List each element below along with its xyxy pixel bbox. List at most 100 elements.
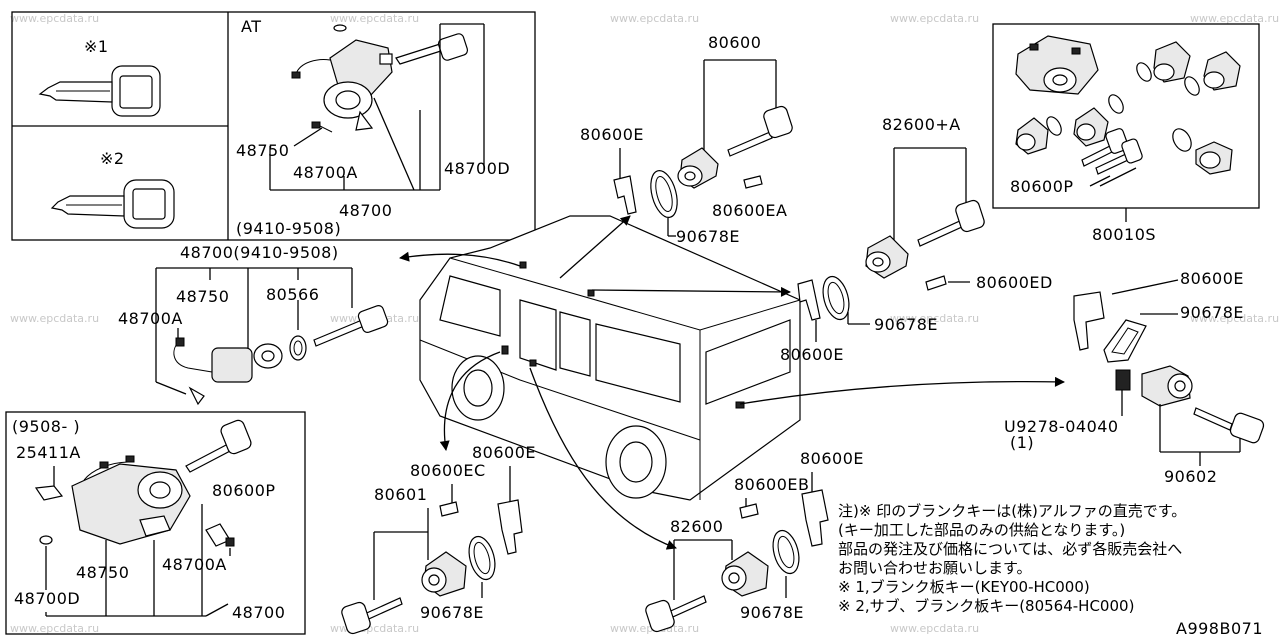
label-date-range: (9410-9508) bbox=[236, 219, 341, 238]
watermark: www.epcdata.ru bbox=[10, 12, 99, 25]
watermark: www.epcdata.ru bbox=[890, 622, 979, 635]
label-80600e: 80600E bbox=[580, 125, 644, 144]
label-48700a: 48700A bbox=[293, 163, 358, 182]
watermark: www.epcdata.ru bbox=[890, 312, 979, 325]
label-48700: 48700 bbox=[339, 201, 392, 220]
gasket-icon bbox=[822, 275, 850, 321]
watermark: www.epcdata.ru bbox=[10, 312, 99, 325]
sub-blank-key-icon bbox=[50, 179, 175, 229]
label-48750: 48750 bbox=[76, 563, 129, 582]
kit-keys-icon bbox=[1081, 128, 1143, 175]
door-lock-cylinder-icon bbox=[865, 199, 985, 279]
label-25411a: 25411A bbox=[16, 443, 81, 462]
label-quantity: (1) bbox=[1010, 433, 1034, 452]
watermark: www.epcdata.ru bbox=[890, 12, 979, 25]
label-80566: 80566 bbox=[266, 285, 319, 304]
label-90678e: 90678E bbox=[420, 603, 484, 622]
ignition-lock-at-icon bbox=[291, 24, 469, 133]
label-at: AT bbox=[241, 17, 261, 36]
watermark: www.epcdata.ru bbox=[10, 622, 99, 635]
note-line: 注)※ 印のブランクキーは(株)アルファの直売です。 bbox=[838, 502, 1186, 520]
label-48700a: 48700A bbox=[118, 309, 183, 328]
label-80600eb: 80600EB bbox=[734, 475, 809, 494]
label-80600ed: 80600ED bbox=[976, 273, 1053, 292]
gasket-icon bbox=[772, 529, 800, 575]
label-90678e: 90678E bbox=[874, 315, 938, 334]
box-ignition-9508: (9508- ) 25411A 80600P 48750 48700A 4870… bbox=[5, 411, 306, 635]
label-48700: 48700 bbox=[232, 603, 285, 622]
lock-lever-icon bbox=[1073, 291, 1105, 351]
kit-gasket-icon bbox=[1046, 62, 1200, 152]
lock-lever-icon bbox=[613, 175, 637, 215]
label-80600e: 80600E bbox=[800, 449, 864, 468]
group-82600: 80600E 80600EB 82600 90678E bbox=[645, 449, 864, 633]
label-key1-mark: ※1 bbox=[84, 37, 109, 56]
label-48750: 48750 bbox=[176, 287, 229, 306]
label-48700d: 48700D bbox=[14, 589, 80, 608]
group-back-door-lock: 80600E 90678E U9278-04040 (1) 90602 bbox=[1004, 269, 1265, 486]
label-48750: 48750 bbox=[236, 141, 289, 160]
notes-block: 注)※ 印のブランクキーは(株)アルファの直売です。 (キー加工した部品のみの供… bbox=[838, 502, 1186, 615]
lock-lever-icon bbox=[797, 279, 821, 321]
note-line: ※ 1,ブランク板キー(KEY00-HC000) bbox=[838, 578, 1090, 596]
kit-cylinder-icon bbox=[1015, 107, 1233, 175]
box-border bbox=[5, 411, 306, 635]
label-80600e: 80600E bbox=[780, 345, 844, 364]
gasket-icon bbox=[468, 535, 496, 581]
label-u9278-04040: U9278-04040 bbox=[1004, 417, 1119, 436]
watermark: www.epcdata.ru bbox=[1190, 312, 1279, 325]
watermark: www.epcdata.ru bbox=[610, 12, 699, 25]
note-line: 部品の発注及び価格については、必ず各販売会社へ bbox=[838, 540, 1182, 558]
group-82600a: 82600+A 80600ED 90678E 80600E bbox=[780, 115, 1053, 364]
diagram-code: A998B071 bbox=[1176, 619, 1263, 638]
label-80600e: 80600E bbox=[472, 443, 536, 462]
label-48700d: 48700D bbox=[444, 159, 510, 178]
ignition-lock-9508-icon bbox=[34, 419, 252, 547]
door-lock-cylinder-icon bbox=[645, 551, 769, 633]
lock-clip-icon bbox=[439, 501, 459, 517]
watermark: www.epcdata.ru bbox=[1190, 12, 1279, 25]
label-80600p: 80600P bbox=[1010, 177, 1074, 196]
label-48700a: 48700A bbox=[162, 555, 227, 574]
lock-clip-icon bbox=[739, 503, 759, 519]
label-82600: 82600 bbox=[670, 517, 723, 536]
label-key2-mark: ※2 bbox=[100, 149, 125, 168]
label-80600ea: 80600EA bbox=[712, 201, 787, 220]
watermark: www.epcdata.ru bbox=[330, 12, 419, 25]
label-80600e: 80600E bbox=[1180, 269, 1244, 288]
leaders-at bbox=[269, 23, 485, 191]
van-illustration bbox=[419, 215, 801, 501]
gasket-icon bbox=[650, 170, 678, 218]
ignition-lock-9410-icon bbox=[173, 305, 389, 406]
box-lock-kit: 80600P 80010S bbox=[992, 23, 1260, 244]
box-key-blanks: ※1 ※2 AT bbox=[11, 11, 536, 241]
watermark: www.epcdata.ru bbox=[330, 622, 419, 635]
label-90678e: 90678E bbox=[1180, 303, 1244, 322]
label-90678e: 90678E bbox=[676, 227, 740, 246]
label-80010s: 80010S bbox=[1092, 225, 1156, 244]
label-80600: 80600 bbox=[708, 33, 761, 52]
label-80600ec: 80600EC bbox=[410, 461, 486, 480]
label-48700-9410: 48700(9410-9508) bbox=[180, 243, 339, 262]
arrows bbox=[399, 215, 1065, 550]
group-ignition-9410: 48700(9410-9508) 48750 80566 48700A bbox=[118, 243, 389, 406]
label-90602: 90602 bbox=[1164, 467, 1217, 486]
lock-lever-icon bbox=[497, 499, 523, 555]
lock-lever-icon bbox=[801, 489, 829, 547]
gasket-icon bbox=[1103, 319, 1147, 363]
lock-clip-icon bbox=[925, 275, 947, 291]
group-80600: 80600 80600E 90678E 80600EA bbox=[580, 33, 793, 246]
label-date-range: (9508- ) bbox=[12, 417, 80, 436]
blank-key-icon bbox=[38, 65, 161, 117]
label-90678e: 90678E bbox=[740, 603, 804, 622]
leaders-9508 bbox=[45, 504, 231, 617]
label-80601: 80601 bbox=[374, 485, 427, 504]
kit-cylinder-icon bbox=[1153, 41, 1241, 91]
back-door-cylinder-icon bbox=[1115, 365, 1265, 444]
kit-ignition-icon bbox=[1015, 35, 1099, 95]
note-line: (キー加工した部品のみの供給となります。) bbox=[838, 521, 1125, 539]
note-line: ※ 2,サブ、ブランク板キー(80564-HC000) bbox=[838, 597, 1134, 615]
group-80601: 80600E 80600EC 80601 90678E bbox=[341, 443, 536, 635]
note-line: お問い合わせお願いします。 bbox=[838, 559, 1032, 577]
